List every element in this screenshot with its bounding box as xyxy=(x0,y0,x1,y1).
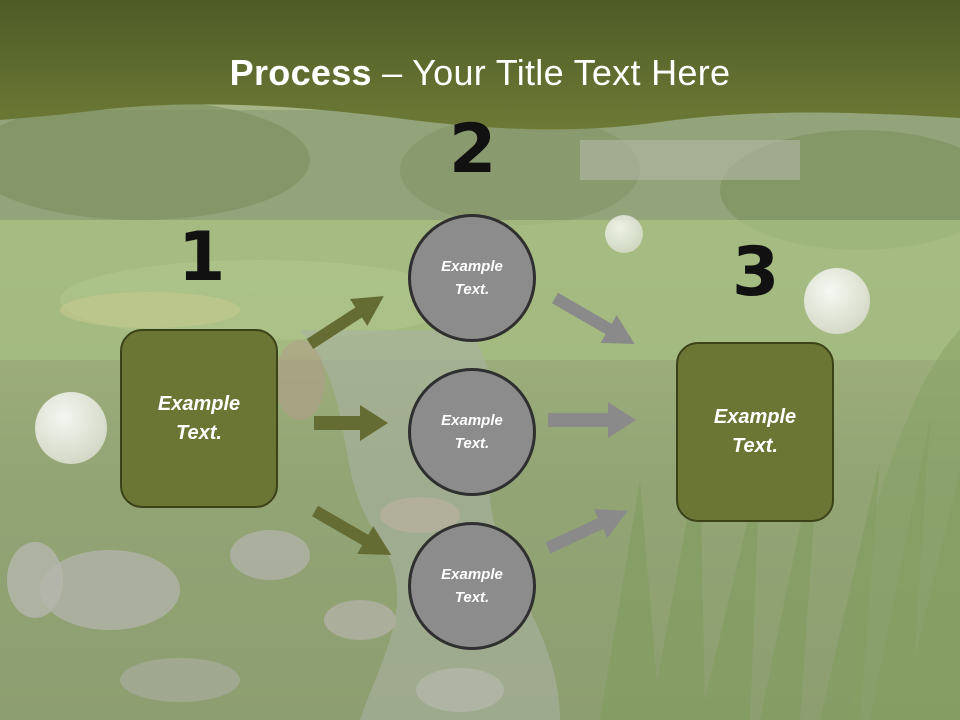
step-number-2: 2 xyxy=(449,110,497,189)
step-1-box-text: Example Text. xyxy=(157,392,241,444)
step-number-1: 1 xyxy=(178,218,226,297)
title-bold-text: Process xyxy=(229,52,372,93)
circle-top-text: Example Text. xyxy=(441,258,503,298)
step-2-circle-middle[interactable]: Example Text. xyxy=(408,368,536,496)
circle-middle-text: Example Text. xyxy=(441,412,503,452)
arrow-up-right-icon xyxy=(306,296,384,350)
step-1-box[interactable]: Example Text. xyxy=(120,329,278,508)
step-3-box[interactable]: Example Text. xyxy=(676,342,834,522)
step-3-box-text: Example Text. xyxy=(713,406,797,457)
arrow-down-right-icon xyxy=(312,505,392,555)
arrow-right-icon xyxy=(314,405,388,441)
slide-title: Process – Your Title Text Here xyxy=(0,52,960,94)
arrow-down-right-gray-icon xyxy=(552,292,635,344)
step-2-circle-top[interactable]: Example Text. xyxy=(408,214,536,342)
title-rest-text: – Your Title Text Here xyxy=(371,52,731,93)
arrow-right-gray-icon xyxy=(548,402,636,438)
circle-bottom-text: Example Text. xyxy=(441,566,503,606)
arrow-up-right-gray-icon xyxy=(545,508,628,554)
step-2-circle-bottom[interactable]: Example Text. xyxy=(408,522,536,650)
step-number-3: 3 xyxy=(732,233,780,312)
